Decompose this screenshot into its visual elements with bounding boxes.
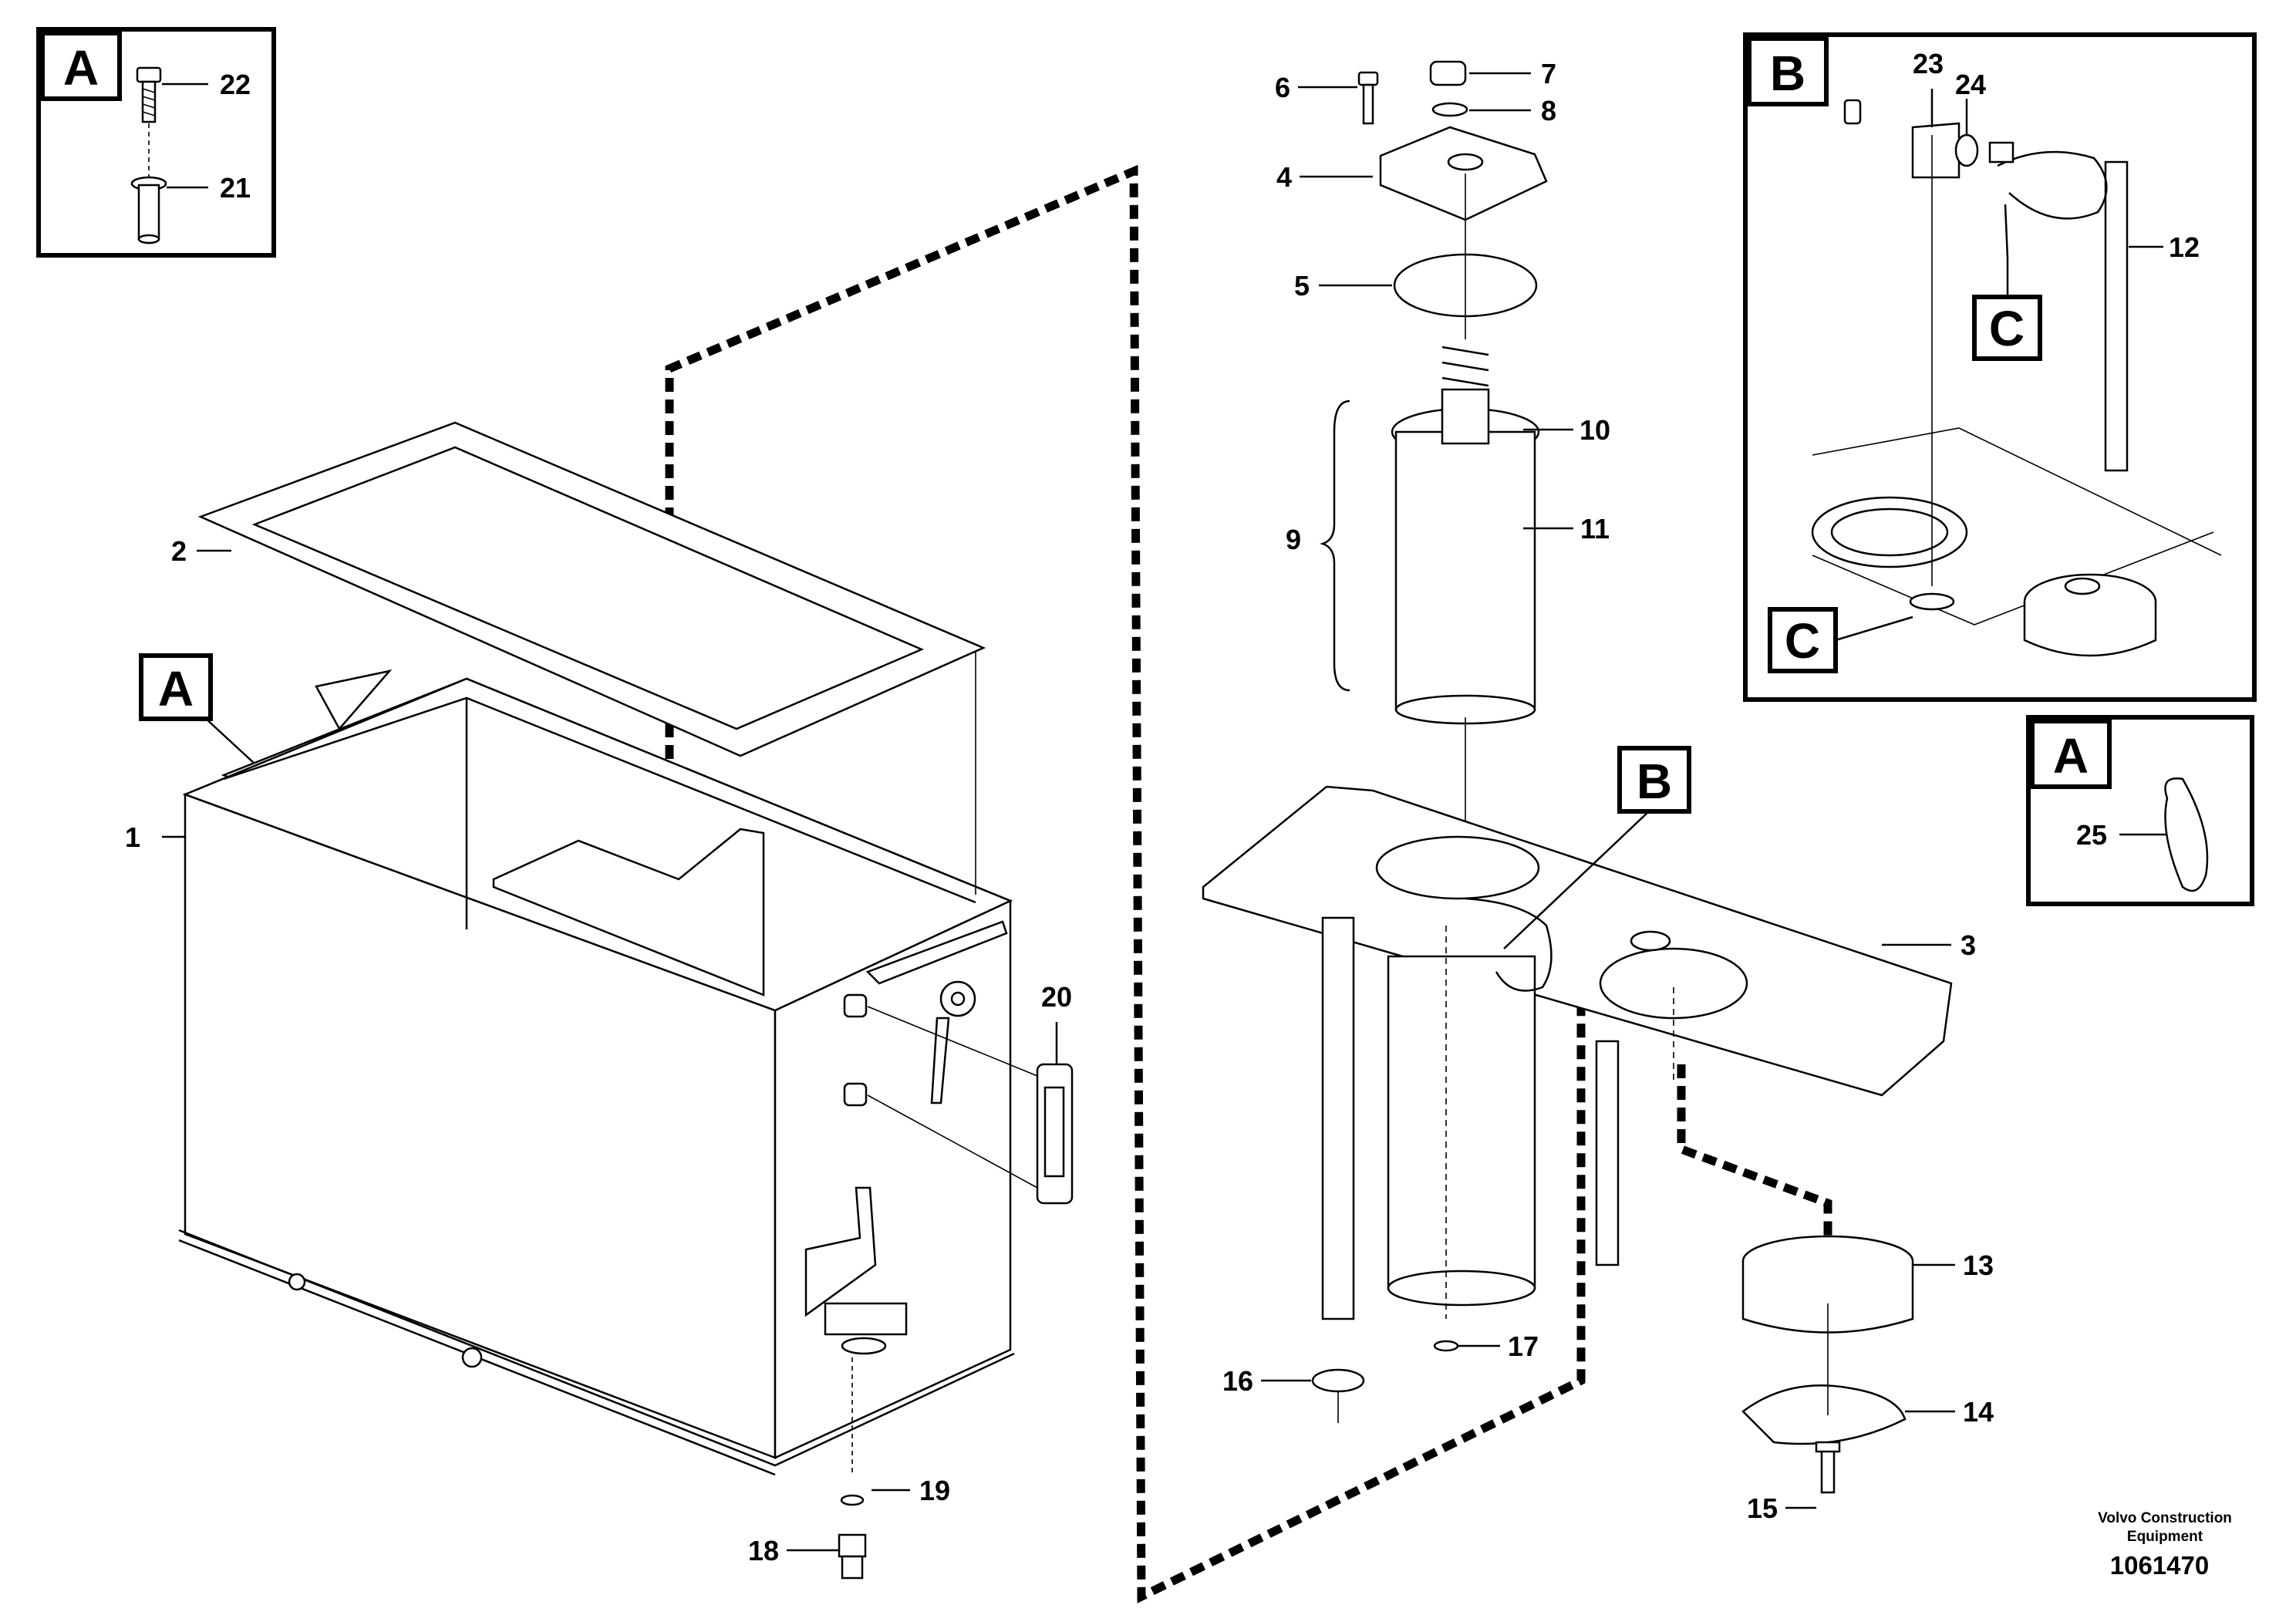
detail-box-a-top-letter: A bbox=[63, 40, 99, 96]
document-number: 1061470 bbox=[2110, 1551, 2209, 1580]
filter-stack bbox=[1357, 60, 1548, 848]
callout-18: 18 bbox=[748, 1535, 779, 1566]
callout-numbers: 1 2 3 4 5 6 7 8 9 10 11 12 13 14 15 16 1… bbox=[125, 48, 2200, 1566]
callout-16: 16 bbox=[1222, 1365, 1253, 1397]
callout-25: 25 bbox=[2076, 819, 2107, 851]
callout-3: 3 bbox=[1961, 929, 1976, 961]
reference-c-on-hose-letter: C bbox=[1989, 301, 2025, 356]
top-plate-3-drawing bbox=[1202, 785, 1953, 1320]
bracket-9 bbox=[1320, 400, 1350, 692]
spacer-21-drawing bbox=[130, 176, 167, 244]
bolt-22-drawing bbox=[136, 66, 162, 177]
publisher-credit: Volvo Construction Equipment 1061470 bbox=[2098, 1510, 2232, 1580]
detail-box-a-right-letter: A bbox=[2053, 728, 2089, 784]
reference-a-on-tank-letter: A bbox=[158, 661, 194, 717]
credit-line-1: Volvo Construction bbox=[2098, 1510, 2232, 1526]
strainer-13-14-15 bbox=[1741, 1235, 1914, 1494]
callout-9: 9 bbox=[1286, 524, 1301, 555]
callout-4: 4 bbox=[1276, 161, 1292, 193]
callout-15: 15 bbox=[1747, 1492, 1778, 1524]
tank-body bbox=[178, 669, 1015, 1476]
reference-c-on-fitting-letter: C bbox=[1785, 613, 1820, 669]
o-ring-17 bbox=[1433, 1340, 1459, 1352]
callout-24: 24 bbox=[1955, 69, 1986, 100]
reference-a-on-tank: A bbox=[139, 653, 255, 764]
callout-5: 5 bbox=[1294, 270, 1310, 302]
callout-7: 7 bbox=[1541, 58, 1556, 89]
credit-line-2: Equipment bbox=[2127, 1529, 2203, 1545]
reference-b-on-plate-letter: B bbox=[1637, 754, 1672, 809]
detail-box-a-right: A bbox=[2026, 715, 2254, 906]
reference-b-on-plate: B bbox=[1503, 746, 1691, 949]
callout-11: 11 bbox=[1580, 513, 1610, 545]
callout-20: 20 bbox=[1041, 981, 1072, 1013]
callout-23: 23 bbox=[1913, 48, 1944, 79]
callout-2: 2 bbox=[171, 535, 187, 567]
callout-1: 1 bbox=[125, 821, 140, 853]
callout-21: 21 bbox=[220, 172, 251, 204]
gasket-2-drawing bbox=[197, 421, 986, 895]
callout-8: 8 bbox=[1541, 95, 1556, 126]
callout-13: 13 bbox=[1963, 1249, 1994, 1281]
detail-box-a-top: A bbox=[36, 27, 276, 258]
sight-glass-20-drawing bbox=[867, 1006, 1074, 1205]
callout-14: 14 bbox=[1963, 1396, 1994, 1428]
callout-22: 22 bbox=[220, 69, 251, 100]
callout-19: 19 bbox=[919, 1475, 950, 1506]
callout-10: 10 bbox=[1580, 414, 1610, 446]
callout-17: 17 bbox=[1508, 1330, 1539, 1362]
detail-box-b-letter: B bbox=[1770, 46, 1805, 101]
leader-lines bbox=[162, 72, 2167, 1552]
drain-plug-18-drawing bbox=[838, 1494, 867, 1580]
callout-12: 12 bbox=[2169, 231, 2200, 263]
o-ring-16 bbox=[1311, 1368, 1365, 1393]
detail-box-b: B bbox=[1743, 32, 2257, 702]
callout-6: 6 bbox=[1275, 72, 1290, 103]
